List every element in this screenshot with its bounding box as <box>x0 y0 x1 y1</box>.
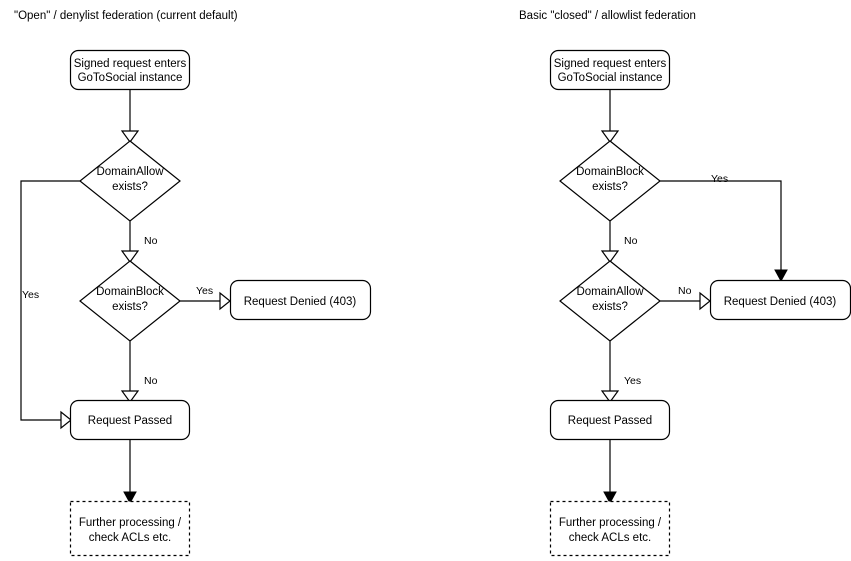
node-start-right-label-line1: Signed request enters <box>554 58 667 70</box>
edge-passed-to-further-right-arrowhead <box>603 491 617 505</box>
edge-domainallow-yes-left-line <box>20 180 80 421</box>
edge-domainblock-yes-right-arrowhead <box>774 269 788 283</box>
node-decision-domainallow-right[interactable]: DomainAllow exists? <box>559 260 661 342</box>
edge-domainallow-no-left: No <box>120 221 158 264</box>
edge-passed-to-further-left <box>123 439 137 505</box>
edge-start-to-domainallow-left-arrowhead <box>120 130 140 144</box>
node-decision-domainallow-left-label-line2: exists? <box>112 181 148 193</box>
edge-start-to-domainallow-left <box>120 89 140 144</box>
edge-domainallow-yes-right: Yes <box>600 341 641 404</box>
edge-domainblock-yes-right-line <box>660 180 782 272</box>
edge-domainallow-yes-left-label: Yes <box>22 289 39 301</box>
edge-domainblock-yes-right-label: Yes <box>711 173 728 185</box>
node-decision-domainallow-right-label-line2: exists? <box>592 301 628 313</box>
node-decision-domainblock-right[interactable]: DomainBlock exists? <box>559 140 661 222</box>
edge-domainblock-no-left-label: No <box>144 375 158 387</box>
edge-passed-to-further-right <box>603 439 617 505</box>
node-request-passed-left[interactable]: Request Passed <box>69 399 191 441</box>
edge-domainblock-no-right-label: No <box>624 235 638 247</box>
edge-start-to-domainblock-right-arrowhead <box>600 130 620 144</box>
node-decision-domainallow-right-label-line1: DomainAllow <box>576 286 644 298</box>
node-decision-domainallow-left-label-line1: DomainAllow <box>96 166 164 178</box>
edge-domainblock-no-left: No <box>120 341 158 404</box>
node-further-processing-left-label-line2: check ACLs etc. <box>89 532 171 544</box>
edge-domainblock-no-left-arrowhead <box>120 390 140 404</box>
node-decision-domainblock-left-label-line1: DomainBlock <box>96 286 164 298</box>
edge-domainblock-yes-left-label: Yes <box>196 285 213 297</box>
node-further-processing-right-label-line2: check ACLs etc. <box>569 532 651 544</box>
edge-domainallow-no-left-label: No <box>144 235 158 247</box>
edge-domainallow-no-right: No <box>660 285 711 311</box>
edge-domainallow-yes-left: Yes <box>20 180 80 430</box>
edge-passed-to-further-left-arrowhead <box>123 491 137 505</box>
node-request-denied-left-shape[interactable] <box>229 279 372 321</box>
node-decision-domainallow-left[interactable]: DomainAllow exists? <box>79 140 181 222</box>
edge-domainblock-yes-right: Yes <box>660 173 788 283</box>
panel-open-denylist: "Open" / denylist federation (current de… <box>14 10 372 557</box>
node-decision-domainblock-right-label-line2: exists? <box>592 181 628 193</box>
node-request-passed-right-label: Request Passed <box>568 415 652 427</box>
edge-start-to-domainblock-right <box>600 89 620 144</box>
node-request-passed-left-label: Request Passed <box>88 415 172 427</box>
edge-domainblock-yes-left: Yes <box>180 285 231 311</box>
node-further-processing-right-label-line1: Further processing / <box>559 517 662 529</box>
node-request-denied-left-label: Request Denied (403) <box>244 296 357 308</box>
node-decision-domainblock-left[interactable]: DomainBlock exists? <box>79 260 181 342</box>
node-further-processing-left-shape[interactable] <box>69 500 191 557</box>
node-start-left-label-line2: GoToSocial instance <box>78 72 183 84</box>
edge-domainblock-no-right: No <box>600 221 638 264</box>
edge-domainallow-yes-right-arrowhead <box>600 390 620 404</box>
edge-domainallow-no-left-arrowhead <box>120 250 140 264</box>
node-request-denied-right[interactable]: Request Denied (403) <box>709 279 851 321</box>
node-decision-domainblock-left-label-line2: exists? <box>112 301 148 313</box>
edge-domainallow-yes-left-arrowhead <box>60 410 72 430</box>
edge-domainallow-yes-right-label: Yes <box>624 375 641 387</box>
node-further-processing-right-shape[interactable] <box>549 500 671 557</box>
edge-domainallow-no-right-arrowhead <box>699 291 711 311</box>
node-request-passed-right[interactable]: Request Passed <box>549 399 671 441</box>
panel-title-closed-allowlist: Basic "closed" / allowlist federation <box>519 10 696 22</box>
node-start-right[interactable]: Signed request enters GoToSocial instanc… <box>549 49 671 91</box>
edge-domainallow-no-right-label: No <box>678 285 692 297</box>
panel-title-open-denylist: "Open" / denylist federation (current de… <box>14 10 238 22</box>
node-request-denied-left[interactable]: Request Denied (403) <box>229 279 372 321</box>
edge-domainblock-no-right-arrowhead <box>600 250 620 264</box>
panel-closed-allowlist: Basic "closed" / allowlist federation Si… <box>519 10 851 557</box>
edge-domainblock-yes-left-arrowhead <box>219 291 231 311</box>
node-further-processing-left-label-line1: Further processing / <box>79 517 182 529</box>
node-start-right-label-line2: GoToSocial instance <box>558 72 663 84</box>
node-further-processing-left[interactable]: Further processing / check ACLs etc. <box>69 500 191 557</box>
node-decision-domainblock-right-label-line1: DomainBlock <box>576 166 644 178</box>
node-request-denied-right-label: Request Denied (403) <box>724 296 837 308</box>
node-further-processing-right[interactable]: Further processing / check ACLs etc. <box>549 500 671 557</box>
node-start-left[interactable]: Signed request enters GoToSocial instanc… <box>69 49 191 91</box>
node-start-left-label-line1: Signed request enters <box>74 58 187 70</box>
